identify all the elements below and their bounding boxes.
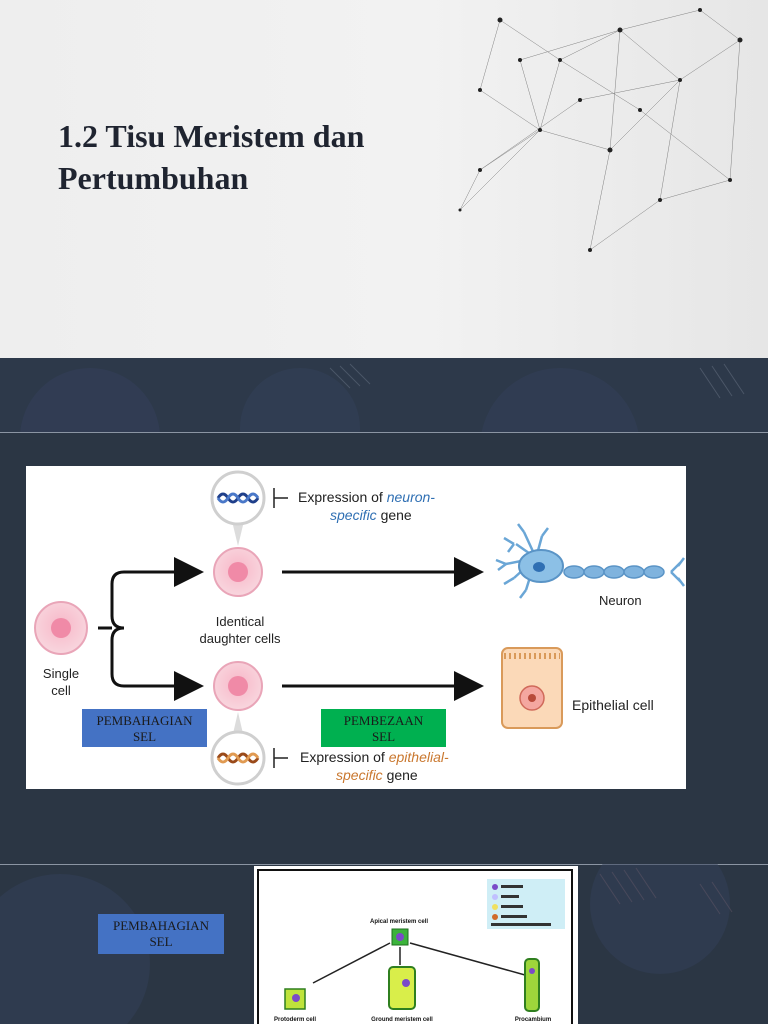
band-pattern [20,363,745,432]
ground-cell-icon [388,966,416,1010]
diagram-slide: Single cell Expression [0,358,768,864]
epithelial-label: Epithelial cell [572,697,654,713]
single-cell-label-line2: cell [51,683,71,698]
upper-branch-arrow [110,557,204,630]
identical-label-line2: daughter cells [200,631,281,646]
neuron-label: Neuron [599,593,642,608]
cell-differentiation-figure: Single cell Expression [26,466,686,789]
dna-bottom-icon [210,712,266,786]
expression-bottom-line1: Expression of epithelial- [300,749,449,765]
decorative-band [0,358,768,432]
procambium-cell-icon [524,958,540,1012]
slide-title-line2: Pertumbuhan [58,160,249,196]
expression-top-line1: Expression of neuron- [298,489,435,505]
divider [0,432,768,433]
lower-branch-arrow [110,626,204,701]
network-decoration [458,8,743,252]
daughter-cell-top-icon [213,547,263,597]
identical-label-line1: Identical [216,614,265,629]
divider [0,864,768,865]
label-cell-differentiation-line2: SEL [371,729,396,744]
protoderm-label: Protoderm cell [274,1017,316,1023]
epithelial-cell-icon [501,647,563,729]
label-cell-division: PEMBAHAGIAN SEL [82,709,207,747]
label-cell-division-2: PEMBAHAGIAN SEL [98,914,224,954]
procambium-label: Procambium [515,1017,551,1023]
slide-title-line1: 1.2 Tisu Meristem dan [58,118,365,154]
expression-bottom-line2: specific gene [336,767,418,783]
apical-meristem-label: Apical meristem cell [370,919,428,925]
label-cell-differentiation: PEMBEZAAN SEL [321,709,446,747]
meristem-diagram: Apical meristem cell [274,879,565,1023]
dna-top-icon [210,470,266,546]
meristem-slide: PEMBAHAGIAN SEL Apical meristem cell [0,864,768,1024]
daughter-cell-bottom-icon [213,661,263,711]
bracket-top [273,488,288,508]
label-cell-division-2-line2: SEL [149,934,173,949]
single-cell-icon [34,601,88,655]
legend-box [487,879,565,929]
arrow-to-procambium [409,942,526,976]
ground-label: Ground meristem cell [371,1017,433,1023]
arrow-to-protoderm [312,942,391,984]
bracket-bottom [273,748,288,768]
label-cell-division-2-line1: PEMBAHAGIAN [112,918,210,933]
slide3-pattern [0,864,733,1024]
label-cell-differentiation-line1: PEMBEZAAN [343,713,424,728]
apical-cell-icon [391,928,409,946]
expression-top-line2: specific gene [330,507,412,523]
title-slide: 1.2 Tisu Meristem dan Pertumbuhan [0,0,768,358]
neuron-icon [495,523,685,599]
meristem-figure-frame: Apical meristem cell [257,869,573,1024]
label-cell-division-line2: SEL [132,729,157,744]
meristem-figure: Apical meristem cell [254,866,578,1024]
protoderm-cell-icon [284,988,306,1010]
label-cell-division-line1: PEMBAHAGIAN [96,713,193,728]
cell-differentiation-diagram: Single cell Expression [34,470,685,786]
single-cell-label-line1: Single [43,666,79,681]
slide-title: 1.2 Tisu Meristem dan Pertumbuhan [58,115,448,199]
